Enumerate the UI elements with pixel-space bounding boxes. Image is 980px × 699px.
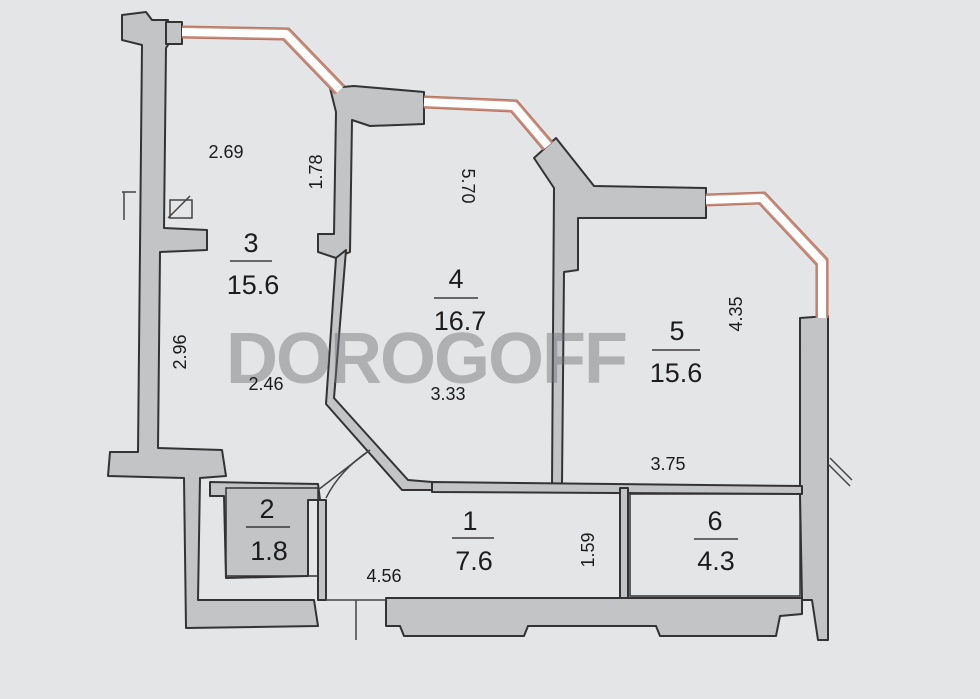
room-1-label: 1 7.6 xyxy=(452,506,494,576)
doors xyxy=(122,191,853,640)
entrance-door xyxy=(326,599,386,640)
windows xyxy=(181,25,829,318)
wall-stub xyxy=(317,499,327,601)
room-6-label: 6 4.3 xyxy=(694,506,738,576)
wall-bottom xyxy=(385,597,803,637)
room-4-label: 4 16.7 xyxy=(434,264,487,336)
wall-corridor-top xyxy=(431,481,803,495)
room-1-number: 1 xyxy=(462,506,477,536)
dim-room4-width: 3.33 xyxy=(430,384,465,404)
dim-corridor-width: 4.56 xyxy=(366,566,401,586)
small-door xyxy=(169,199,193,219)
dim-room4-height: 5.70 xyxy=(458,168,478,203)
room-6-outline xyxy=(629,493,801,597)
room-3-area: 15.6 xyxy=(227,270,280,300)
room-2-outline xyxy=(225,487,319,577)
room-5-number: 5 xyxy=(669,316,684,346)
room-2-area: 1.8 xyxy=(250,536,288,566)
watermark: DOROGOFF xyxy=(226,319,626,399)
room-4-number: 4 xyxy=(448,264,463,294)
dim-room5-height: 4.35 xyxy=(726,296,746,331)
wall-right xyxy=(799,315,829,641)
dim-room3-top: 2.69 xyxy=(208,142,243,162)
dim-room3-bottom: 2.46 xyxy=(248,374,283,394)
room-labels: 3 15.6 4 16.7 5 15.6 2 1.8 1 7.6 6 4.3 xyxy=(227,228,738,576)
room-6-number: 6 xyxy=(707,506,722,536)
room-5-label: 5 15.6 xyxy=(650,316,703,388)
dim-room5-width: 3.75 xyxy=(650,454,685,474)
room-3-label: 3 15.6 xyxy=(227,228,280,300)
dim-room3-right: 1.78 xyxy=(306,154,326,189)
wall-4-5 xyxy=(533,137,707,487)
room-2-number: 2 xyxy=(259,494,274,524)
dimension-labels: 2.69 1.78 2.96 2.46 5.70 3.33 4.35 3.75 … xyxy=(170,142,746,586)
room-4-area: 16.7 xyxy=(434,306,487,336)
dim-room3-left: 2.96 xyxy=(170,334,190,369)
wall-top-left xyxy=(165,21,183,45)
room-6-area: 4.3 xyxy=(697,546,735,576)
room-outlines xyxy=(225,487,801,597)
room-5-area: 15.6 xyxy=(650,358,703,388)
room-1-area: 7.6 xyxy=(455,546,493,576)
room-2-label: 2 1.8 xyxy=(246,494,290,566)
wall-3-4 xyxy=(317,85,425,259)
room-3-number: 3 xyxy=(243,228,258,258)
door-arc xyxy=(325,449,371,499)
dim-corridor-height: 1.59 xyxy=(578,532,598,567)
wall-1-6 xyxy=(619,487,629,599)
